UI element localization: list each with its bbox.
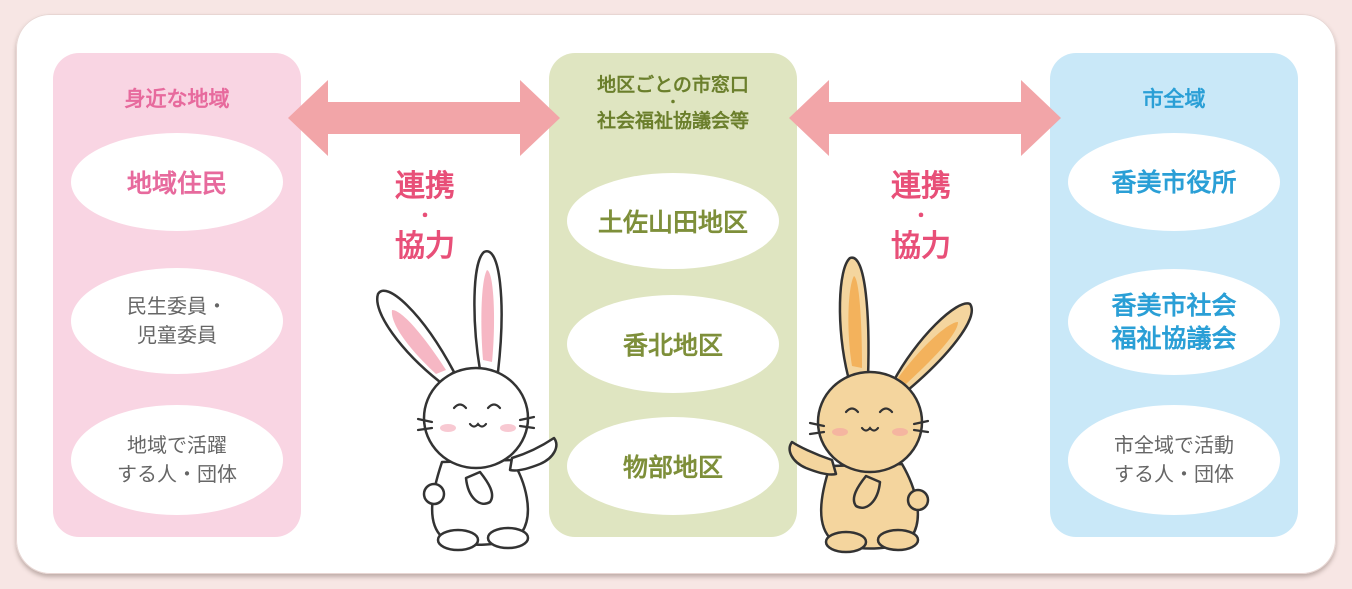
double-arrow-icon <box>789 80 1061 156</box>
link-label-dot: ・ <box>416 206 434 227</box>
link-label-right: 連携 ・ 協力 <box>876 168 966 266</box>
link-label-line2: 協力 <box>891 229 951 264</box>
link-label-line1: 連携 <box>395 169 455 204</box>
tan-rabbit-icon <box>788 256 973 554</box>
local-area-panel: 身近な地域 地域住民 民生委員・ 児童委員 地域で活躍 する人・団体 <box>53 53 301 537</box>
local-area-title: 身近な地域 <box>124 87 230 111</box>
local-residents-oval: 地域住民 <box>71 133 283 231</box>
social-welfare-council-oval: 香美市社会 福祉協議会 <box>1068 269 1280 375</box>
kahoku-district-oval: 香北地区 <box>567 295 779 393</box>
citywide-active-groups-oval: 市全域で活動 する人・団体 <box>1068 405 1280 515</box>
welfare-commissioners-oval: 民生委員・ 児童委員 <box>71 268 283 374</box>
district-title-line1: 地区ごとの市窓口 <box>597 74 749 96</box>
local-active-groups-oval: 地域で活躍 する人・団体 <box>71 405 283 515</box>
tosayamada-district-oval: 土佐山田地区 <box>567 173 779 269</box>
citywide-title: 市全域 <box>1142 87 1206 111</box>
district-panel: 地区ごとの市窓口 ・ 社会福祉協議会等 土佐山田地区 香北地区 物部地区 <box>549 53 797 537</box>
link-label-dot: ・ <box>912 206 930 227</box>
district-title-line2: 社会福祉協議会等 <box>596 110 749 132</box>
link-label-left: 連携 ・ 協力 <box>380 168 470 266</box>
city-office-oval: 香美市役所 <box>1068 133 1280 231</box>
double-arrow-icon <box>288 80 560 156</box>
citywide-panel: 市全域 香美市役所 香美市社会 福祉協議会 市全域で活動 する人・団体 <box>1050 53 1298 537</box>
monobe-district-oval: 物部地区 <box>567 417 779 515</box>
district-title-dot: ・ <box>666 95 680 111</box>
white-rabbit-icon <box>375 250 558 552</box>
district-title: 地区ごとの市窓口 ・ 社会福祉協議会等 <box>549 73 797 133</box>
link-label-line2: 協力 <box>395 229 455 264</box>
link-label-line1: 連携 <box>891 169 951 204</box>
